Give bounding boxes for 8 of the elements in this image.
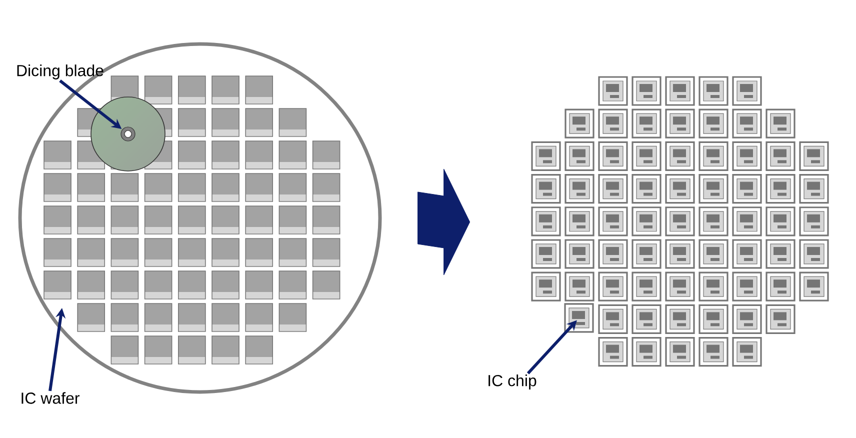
wafer-drawing xyxy=(18,42,382,394)
label-text: IC wafer xyxy=(22,392,80,404)
chip-array-drawing xyxy=(531,76,829,367)
label-text: Dicing blade xyxy=(17,64,104,80)
dicing-blade xyxy=(90,96,166,172)
block-arrow xyxy=(418,168,470,276)
ic-chip xyxy=(564,303,594,333)
label-text: IC chip xyxy=(488,374,536,390)
